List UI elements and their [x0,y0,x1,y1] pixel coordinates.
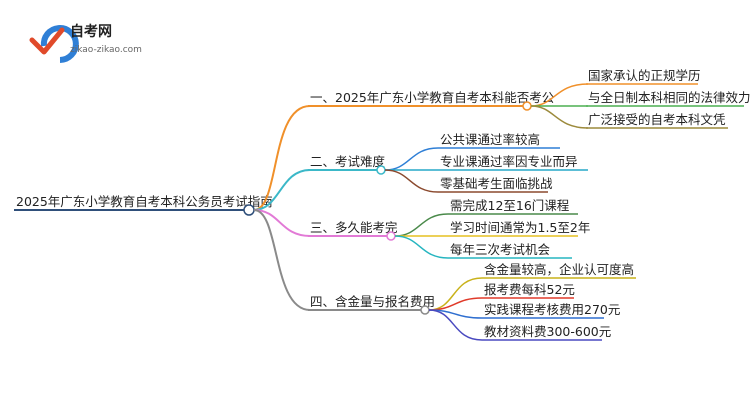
branch-2-child-3: 零基础考生面临挑战 [384,169,553,193]
branch-3-child-2: 学习时间通常为1.5至2年 [395,220,590,237]
root-label: 2025年广东小学教育自考本科公务员考试指南 [16,194,273,209]
branch-4-child-4: 教材资料费300-600元 [428,309,611,341]
child-label: 零基础考生面临挑战 [440,176,553,191]
branch-3-label: 三、多久能考完 [310,220,398,235]
child-label: 与全日制本科相同的法律效力 [588,90,750,105]
child-label: 需完成12至16门课程 [450,198,570,213]
logo-name: 自考网 [70,23,112,40]
branch-1-link [253,105,311,211]
branch-3-connector [386,231,396,241]
root-node: 2025年广东小学教育自考本科公务员考试指南 [14,194,273,216]
root-connector [243,204,255,216]
branch-1-child-3: 广泛接受的自考本科文凭 [530,105,728,129]
child-label: 专业课通过率因专业而异 [440,154,578,169]
child-label: 报考费每科52元 [484,282,575,297]
branch-3-link [253,209,311,237]
branch-2: 二、考试难度 公共课通过率较高 专业课通过率因专业而异 零基础考生面临挑战 [253,132,588,211]
branch-4-child-3: 实践课程考核费用270元 [428,302,620,319]
child-label: 广泛接受的自考本科文凭 [588,112,726,127]
branch-4-label: 四、含金量与报名费用 [310,294,435,309]
logo-icon [29,25,79,63]
child-label: 学习时间通常为1.5至2年 [450,220,590,235]
branch-1-child-2: 与全日制本科相同的法律效力 [531,90,750,107]
branch-3-child-1: 需完成12至16门课程 [394,198,578,237]
child-label: 国家承认的正规学历 [588,68,701,83]
child-label: 实践课程考核费用270元 [484,302,620,317]
branch-4: 四、含金量与报名费用 含金量较高，企业认可度高 报考费每科52元 实践课程考核费… [253,209,636,341]
branch-3: 三、多久能考完 需完成12至16门课程 学习时间通常为1.5至2年 每年三次考试… [253,198,590,259]
child-label: 公共课通过率较高 [440,132,540,147]
child-label: 含金量较高，企业认可度高 [484,262,634,277]
child-label: 教材资料费300-600元 [484,324,611,339]
branch-3-child-3: 每年三次考试机会 [394,235,572,259]
branch-4-connector [420,305,430,315]
branch-1: 一、2025年广东小学教育自考本科能否考公 国家承认的正规学历 与全日制本科相同… [253,68,750,211]
branch-2-link [253,169,311,211]
branch-1-connector [522,101,532,111]
branch-1-child-1: 国家承认的正规学历 [530,68,701,107]
branch-1-label: 一、2025年广东小学教育自考本科能否考公 [310,90,555,105]
logo: 自考网 zikao-zikao.com [29,23,142,63]
branch-2-label: 二、考试难度 [310,154,386,169]
branch-2-child-2: 专业课通过率因专业而异 [385,154,588,171]
branch-4-link [253,209,311,311]
logo-url: zikao-zikao.com [70,45,142,55]
branch-2-connector [376,165,386,175]
child-label: 每年三次考试机会 [450,242,551,257]
